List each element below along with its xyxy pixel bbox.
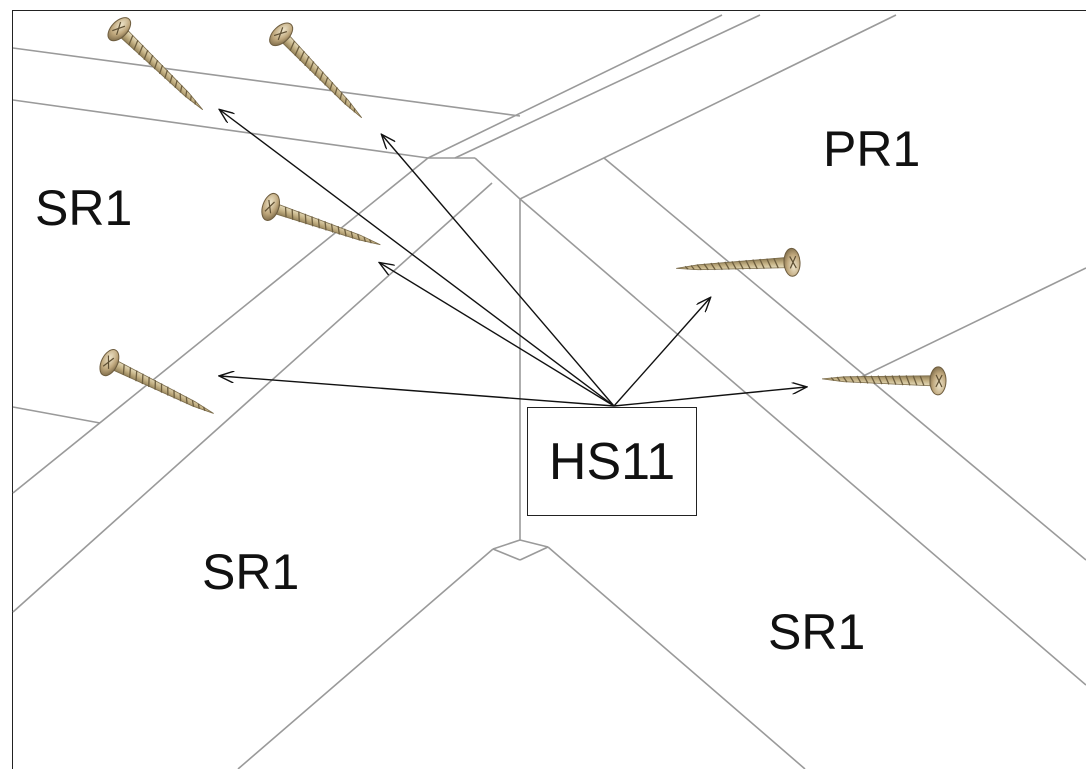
arrow-icon <box>382 135 615 407</box>
arrow-icon <box>613 298 710 407</box>
label-pr1: PR1 <box>823 121 921 177</box>
arrow-icon <box>613 387 806 407</box>
roof-line <box>12 99 429 159</box>
roof-lines <box>12 14 1086 769</box>
arrow-icon <box>220 110 615 407</box>
label-sr1-bottom-right: SR1 <box>768 604 866 660</box>
roof-line <box>12 406 101 424</box>
roof-line <box>427 14 723 159</box>
label-sr1-top-left: SR1 <box>35 180 133 236</box>
roof-line <box>519 14 897 200</box>
screw-icon <box>257 190 386 259</box>
screw-icon <box>674 247 802 284</box>
roof-line <box>12 47 521 117</box>
diagram-frame <box>12 10 1086 769</box>
label-sr1-bottom-left: SR1 <box>202 544 300 600</box>
arrow-icon <box>380 263 615 407</box>
roof-line <box>519 546 549 561</box>
screw-icon <box>95 345 221 427</box>
screw-icon <box>103 12 214 121</box>
screws <box>95 12 947 427</box>
roof-line <box>603 157 1086 561</box>
arrow-icon <box>220 376 615 407</box>
roof-line <box>454 14 761 159</box>
arrows <box>220 110 806 407</box>
roof-line <box>519 539 549 548</box>
roof-line <box>854 267 1086 381</box>
part-code-box: HS11 <box>527 407 697 516</box>
roof-line <box>492 548 521 561</box>
roof-line <box>519 198 1086 686</box>
part-code-label: HS11 <box>548 432 676 491</box>
roof-line <box>547 546 806 769</box>
roof-line <box>474 157 521 200</box>
screw-icon <box>264 18 373 129</box>
roof-line <box>492 539 521 550</box>
roof-line <box>237 548 494 769</box>
